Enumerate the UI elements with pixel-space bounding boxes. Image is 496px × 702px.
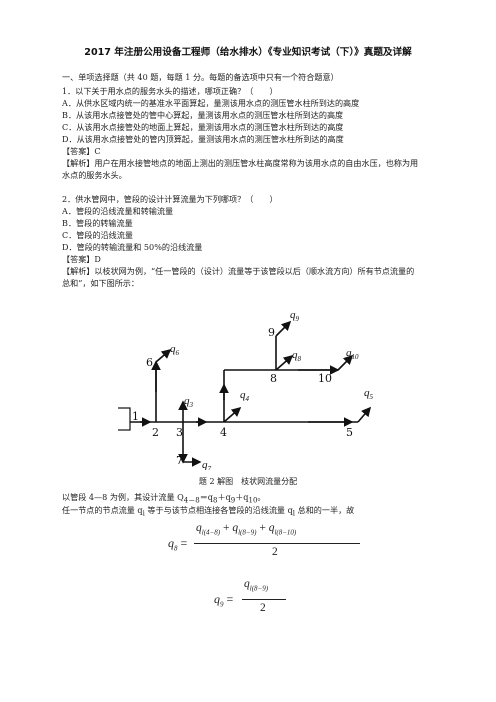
- flow-label-q9: q9: [290, 309, 300, 323]
- formula-q8: q8 = ql(4−8) + ql(8−9) + ql(8−10) 2: [168, 520, 368, 570]
- node-label: 3: [176, 426, 183, 439]
- q1-stem: 1．以下关于用水点的服务水头的描述，哪项正确？（ ）: [62, 86, 278, 96]
- water-source-box: [118, 407, 131, 431]
- fraction-bar: [242, 599, 286, 600]
- flow-arrow: [275, 320, 292, 337]
- flow-arrow: [357, 406, 372, 423]
- figure-caption: 题 2 解图 枝状网流量分配: [198, 477, 298, 486]
- node-label: 5: [346, 426, 353, 439]
- flow-arrow: [275, 354, 294, 371]
- formula-q9: q9 = ql(8−9) 2: [214, 576, 314, 626]
- section-heading: 一、单项选择题（共 40 题，每题 1 分。每题的备选项中只有一个符合题意）: [62, 72, 339, 82]
- q1-option-d: D．从该用水点接管处的管内顶算起，量测该用水点的测压管水柱所到达的高度: [62, 134, 344, 144]
- q2-option-a: A．管段的沿线流量和转输流量: [62, 206, 174, 216]
- q1-analysis-line2: 水点的服务水头。: [62, 170, 127, 180]
- node-label: 9: [268, 326, 275, 339]
- flow-label-q4: q4: [240, 389, 250, 403]
- example-line: 以管段 4—8 为例，其设计流量 Q4－8＝q8＋q9＋q10。: [62, 492, 266, 505]
- q2-option-d: D．管段的转输流量和 50%的沿线流量: [62, 242, 203, 252]
- flow-label-q6: q6: [170, 343, 180, 357]
- node-label: 7: [176, 454, 183, 467]
- node-label: 8: [270, 372, 277, 385]
- q2-option-c: C．管段的沿线流量: [62, 230, 133, 240]
- fraction-bar: [194, 543, 360, 544]
- q1-option-b: B．从该用水点接管处的管中心算起，量测该用水点的测压管水柱所到达的高度: [62, 110, 344, 120]
- q2-analysis-line2: 总和”，如下图所示：: [62, 278, 139, 288]
- flow-label-q5: q5: [364, 387, 374, 401]
- flow-arrow: [223, 406, 242, 423]
- q1-option-a: A．从供水区域内统一的基准水平面算起，量测该用水点的测压管水柱所到达的高度: [62, 98, 360, 108]
- flow-label-q7: q7: [202, 459, 212, 470]
- flow-label-q10: q10: [346, 347, 359, 361]
- flow-arrow: [337, 354, 354, 371]
- q1-analysis-line1: 【解析】用户在用水接管地点的地面上测出的测压管水柱高度常称为该用水点的自由水压，…: [62, 158, 419, 168]
- q2-stem: 2．供水管网中，管段的设计计算流量为下列哪项？（ ）: [62, 194, 278, 204]
- page-title: 2017 年注册公用设备工程师（给水排水）《专业知识考试（下）》真题及详解: [84, 47, 412, 58]
- flow-label-q3: q3: [184, 395, 194, 409]
- q1-option-c: C．从该用水点接管处的地面上算起，量测该用水点的测压管水柱所到达的高度: [62, 122, 344, 132]
- q2-option-b: B．管段的转输流量: [62, 218, 133, 228]
- q1-answer: 【答案】C: [62, 146, 101, 156]
- node-label: 6: [146, 356, 153, 369]
- node-label: 1: [132, 410, 139, 423]
- flow-arrow: [155, 348, 172, 363]
- branch-network-figure: 1 2 3 4 5 6 7 8 9 10 q6 q3 q4 q5 q7 q8 q…: [118, 309, 374, 470]
- flow-label-q8: q8: [292, 349, 302, 363]
- q2-answer: 【答案】D: [62, 254, 101, 264]
- q2-analysis-line1: 【解析】以枝状网为例，“任一管段的（设计）流量等于该管段以后（顺水流方向）所有节…: [62, 266, 415, 276]
- node-flow-line: 任一节点的节点流量 qi 等于与该节点相连接各管段的沿线流量 ql 总和的一半，…: [62, 505, 355, 518]
- node-label: 4: [220, 426, 227, 439]
- node-label: 10: [318, 372, 332, 385]
- node-label: 2: [152, 426, 159, 439]
